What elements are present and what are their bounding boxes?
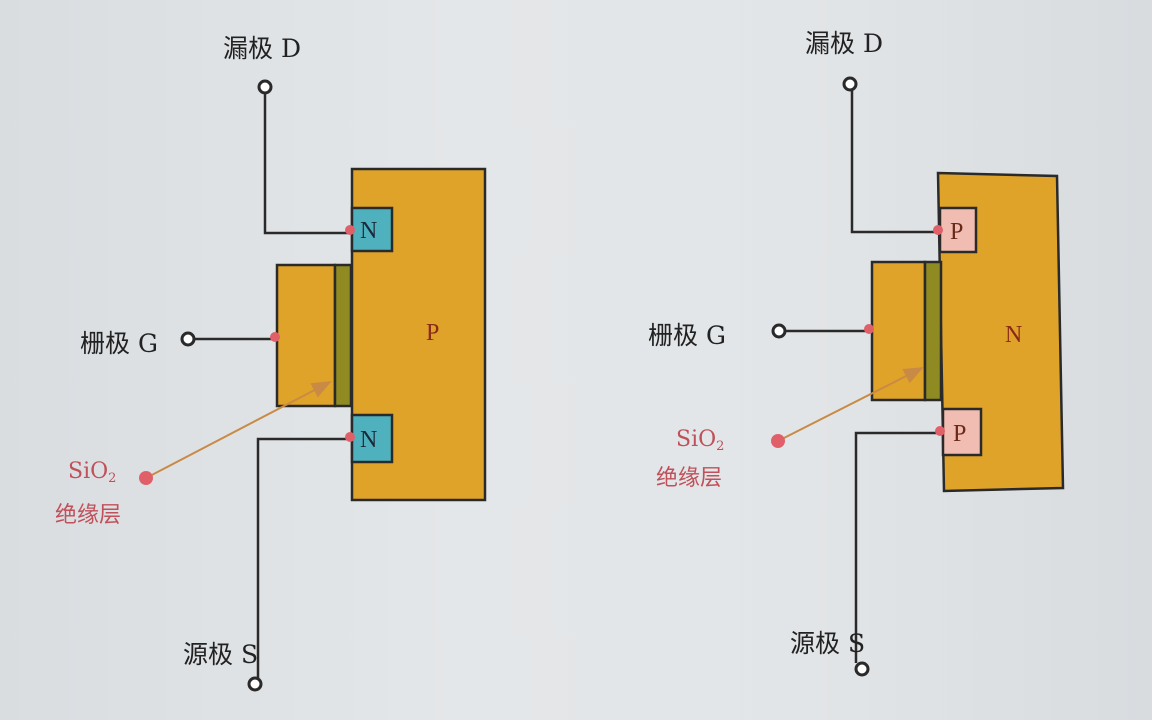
drain-terminal xyxy=(842,76,858,92)
contact-dots-right xyxy=(771,225,945,448)
source-region-label: N xyxy=(360,427,377,453)
source-region-label: P xyxy=(953,421,966,447)
n-channel-mosfet xyxy=(147,79,487,692)
source-label: 源极 S xyxy=(183,640,258,669)
drain-label: 漏极 D xyxy=(223,34,301,63)
p-source-region xyxy=(941,407,983,457)
contact-dots-left xyxy=(139,225,355,485)
gate-terminal xyxy=(771,323,787,339)
drain-region-label: N xyxy=(360,218,377,244)
p-drain-region xyxy=(938,206,978,254)
oxide-layer xyxy=(923,260,943,402)
source-terminal xyxy=(247,676,263,692)
drain-terminal xyxy=(257,79,273,95)
source-label: 源极 S xyxy=(790,629,865,658)
source-terminal xyxy=(854,661,870,677)
gate-label: 栅极 G xyxy=(648,321,726,350)
gate-terminal xyxy=(180,331,196,347)
gate-label: 栅极 G xyxy=(80,329,158,358)
oxide-pointer-arrow xyxy=(147,381,332,478)
insulator-label: 绝缘层 xyxy=(656,466,722,491)
oxide-pointer-arrow xyxy=(779,367,924,441)
substrate-label: N xyxy=(1005,322,1022,348)
source-wire xyxy=(256,437,350,678)
oxide-label: SiO2 xyxy=(676,427,724,454)
p-channel-mosfet xyxy=(771,76,1065,677)
oxide-layer xyxy=(333,263,353,408)
oxide-label: SiO2 xyxy=(68,459,116,486)
drain-region-label: P xyxy=(950,219,963,245)
insulator-label: 绝缘层 xyxy=(55,503,121,528)
drain-wire xyxy=(850,90,938,234)
source-wire xyxy=(854,431,940,663)
substrate-label: P xyxy=(426,320,439,346)
drain-label: 漏极 D xyxy=(805,29,883,58)
drain-wire xyxy=(263,93,350,235)
